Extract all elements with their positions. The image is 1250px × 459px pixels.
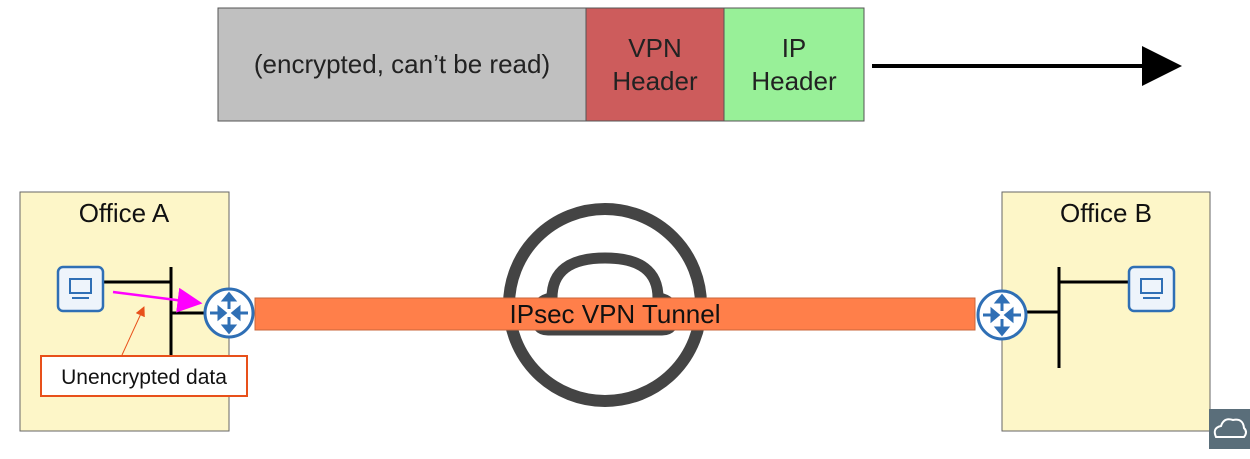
switch-b [1025, 267, 1129, 368]
callout-box [40, 355, 248, 397]
office-a-title: Office A [79, 198, 170, 228]
callout-label: Unencrypted data [61, 366, 227, 389]
router-icon [976, 289, 1028, 341]
data-flow-arrow [112, 287, 203, 313]
office-b-title: Office B [1060, 198, 1152, 228]
pc-icon [1127, 265, 1176, 313]
vpn-header-label: Header [612, 66, 698, 96]
ip-header-label: IP [782, 33, 807, 63]
ip-header [723, 7, 865, 122]
tunnel-label: IPsec VPN Tunnel [510, 299, 721, 329]
vpn-header [585, 7, 725, 122]
callout-pointer [121, 306, 145, 356]
pc-icon [56, 265, 105, 313]
ip-header-label: Header [751, 66, 837, 96]
vpn-header-label: VPN [628, 33, 681, 63]
logo-icon [1209, 409, 1250, 449]
router-icon [203, 287, 255, 339]
payload-label: (encrypted, can’t be read) [254, 49, 550, 79]
packet: (encrypted, can’t be read) VPN Header IP… [217, 7, 1182, 122]
encrypted-payload [217, 7, 587, 122]
switch-a [104, 267, 206, 356]
ipsec-tunnel [254, 297, 976, 331]
